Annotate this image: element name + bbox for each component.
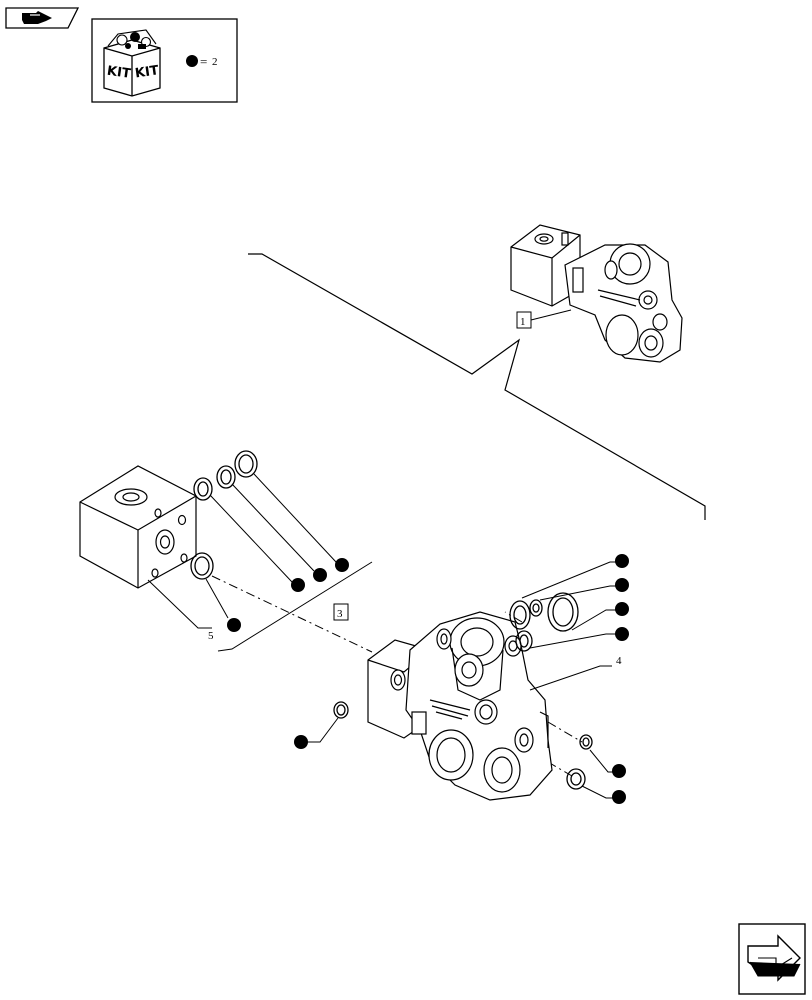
valve-body	[367, 611, 553, 801]
previous-page-icon[interactable]	[5, 7, 80, 29]
callout-kit-3[interactable]: 3	[333, 603, 349, 621]
callout-assembly-1[interactable]: 1	[516, 309, 572, 329]
kit-box-icon: KIT KIT	[103, 29, 161, 97]
callout-assembly-label: 1	[520, 316, 526, 328]
adapter-block	[79, 465, 197, 589]
kit-markers-valve	[294, 554, 629, 804]
o-ring-set-valve-top	[509, 592, 579, 652]
o-ring-set-adapter	[190, 450, 258, 580]
kit-legend: KIT KIT = 2	[91, 18, 238, 103]
kit-label-left: KIT	[106, 64, 132, 82]
kit-marker-icon	[186, 55, 198, 67]
kit-markers-adapter	[227, 558, 349, 632]
o-ring-set-valve-bottom	[333, 701, 593, 790]
callout-adapter-5[interactable]: 5	[208, 630, 214, 642]
callout-valve-label: 4	[616, 655, 622, 667]
equals-sign: =	[200, 54, 207, 69]
callout-kit-label: 3	[337, 608, 343, 620]
callout-valve-4[interactable]: 4	[529, 655, 622, 691]
next-page-icon[interactable]	[738, 923, 806, 995]
leader-lines-adapter	[147, 473, 373, 652]
magnification-bracket	[248, 253, 706, 520]
kit-label-right: KIT	[134, 63, 160, 81]
kit-quantity: 2	[212, 56, 218, 68]
assembled-valve-view	[510, 224, 683, 363]
